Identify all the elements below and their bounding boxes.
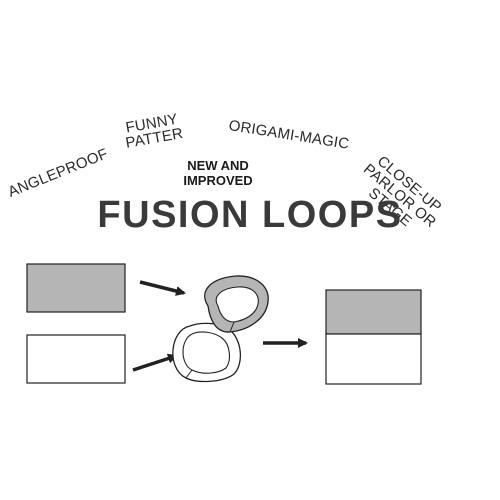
new-improved-label: NEW AND IMPROVED [168,158,268,188]
improved-text: IMPROVED [183,173,253,188]
fusion-illustration [26,263,422,385]
angleproof-label: ANGLEPROOF [5,145,111,201]
loop-figure-eight-icon [172,275,269,383]
white-strip-result [325,333,422,385]
new-and-text: NEW AND [187,158,249,173]
angleproof-text: ANGLEPROOF [5,145,111,201]
arrow-right-icon [139,280,186,296]
funny-patter-label: FUNNY PATTER [122,111,184,152]
page-title: FUSION LOOPS [97,194,403,236]
white-strip-left [26,334,126,384]
origami-magic-text: ORIGAMI-MAGIC [227,117,351,153]
arrow-up-right-icon [132,353,178,372]
grey-strip-left [26,263,126,313]
grey-strip-result [325,289,422,335]
origami-magic-label: ORIGAMI-MAGIC [227,117,351,153]
